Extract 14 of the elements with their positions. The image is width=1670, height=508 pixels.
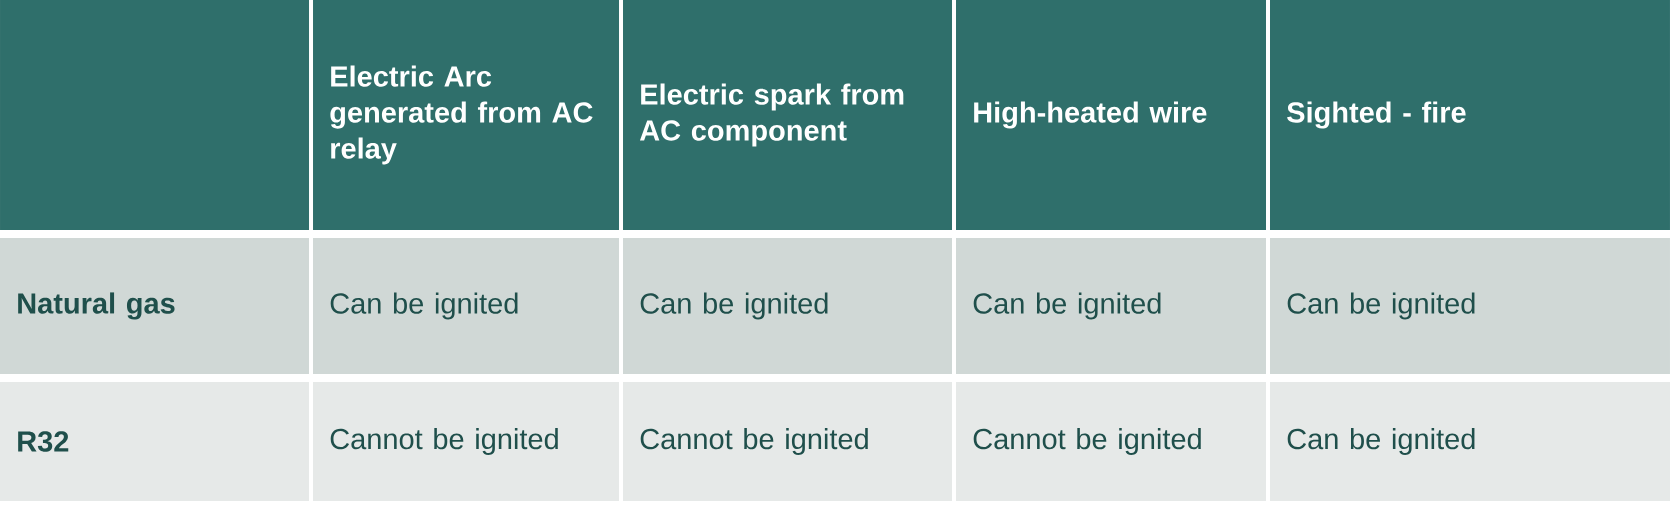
table-cell: Can be ignited — [1270, 238, 1670, 374]
table-cell: Cannot be ignited — [956, 382, 1266, 501]
table-cell: Can be ignited — [623, 238, 952, 374]
row-header-cell: R32 — [0, 382, 309, 501]
table-cell: Can be ignited — [1270, 382, 1670, 501]
row-header-cell: Natural gas — [0, 238, 309, 374]
header-cell: Electric spark from AC component — [623, 0, 952, 230]
table-cell: Cannot be ignited — [623, 382, 952, 501]
header-cell: High-heated wire — [956, 0, 1266, 230]
table-cell: Can be ignited — [956, 238, 1266, 374]
header-cell: Electric Arc generated from AC relay — [313, 0, 619, 230]
table-cell: Can be ignited — [313, 238, 619, 374]
header-cell: Sighted - fire — [1270, 0, 1670, 230]
table-cell: Cannot be ignited — [313, 382, 619, 501]
